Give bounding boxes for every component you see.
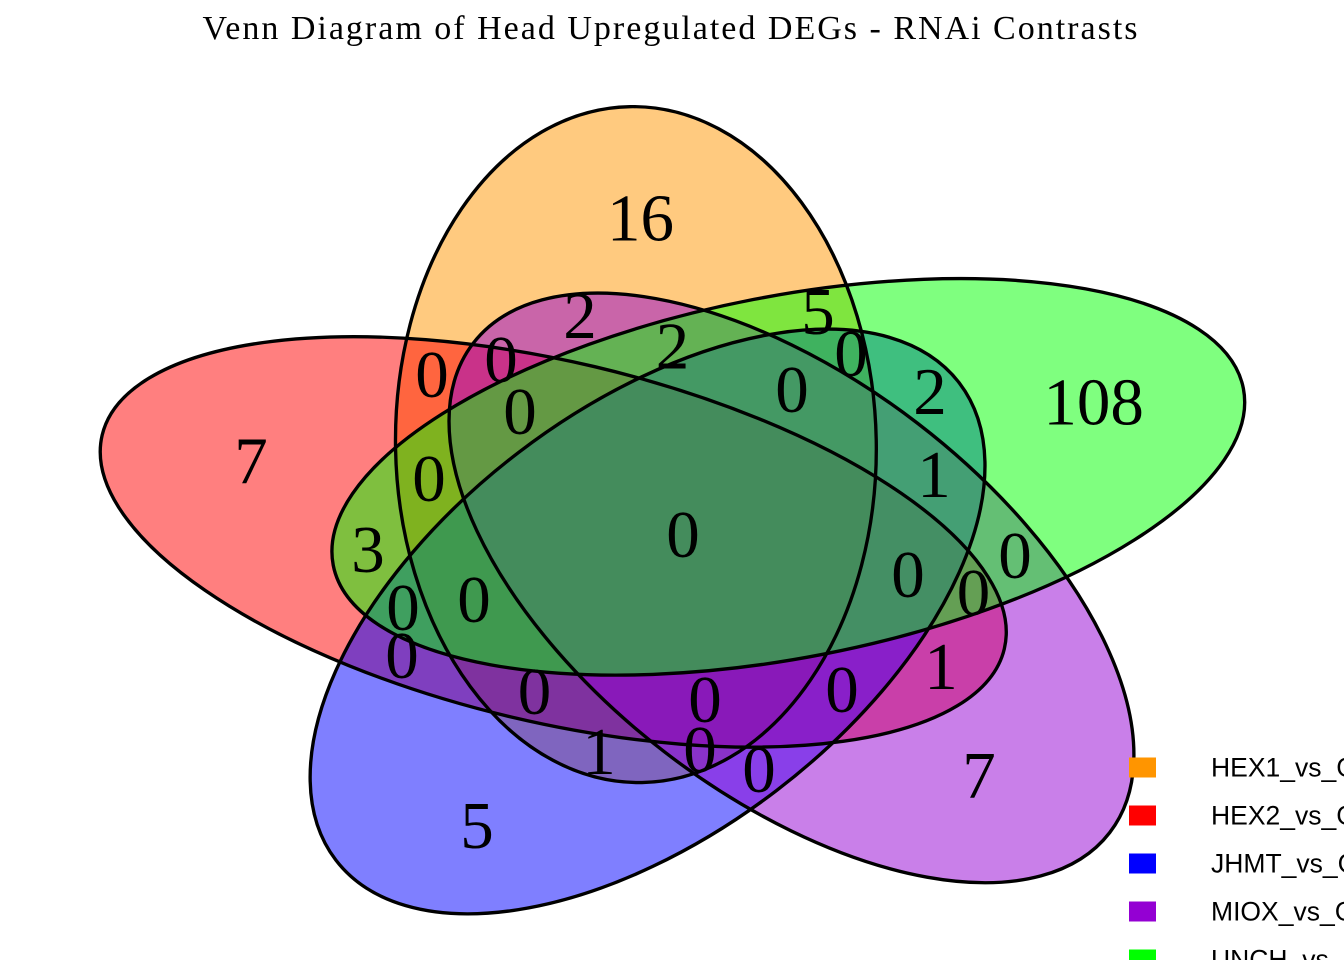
svg-text:7: 7 [962, 739, 996, 813]
svg-text:HEX2_vs_GFP: HEX2_vs_GFP [1211, 801, 1344, 831]
svg-text:0: 0 [688, 663, 722, 737]
svg-text:0: 0 [957, 556, 991, 630]
svg-text:5: 5 [460, 789, 494, 863]
svg-text:2: 2 [563, 279, 597, 353]
svg-text:1: 1 [924, 630, 958, 704]
svg-text:MIOX_vs_GFP: MIOX_vs_GFP [1211, 897, 1344, 927]
svg-text:0: 0 [386, 571, 420, 645]
svg-text:0: 0 [666, 498, 700, 572]
svg-text:0: 0 [484, 323, 518, 397]
svg-text:1: 1 [917, 438, 951, 512]
svg-text:0: 0 [683, 713, 717, 787]
svg-text:Venn Diagram of Head Upregulat: Venn Diagram of Head Upregulated DEGs - … [202, 10, 1139, 47]
svg-text:0: 0 [834, 317, 868, 391]
svg-text:108: 108 [1043, 366, 1144, 440]
svg-text:0: 0 [742, 733, 776, 807]
svg-text:0: 0 [412, 442, 446, 516]
svg-text:0: 0 [518, 655, 552, 729]
svg-text:5: 5 [801, 275, 835, 349]
svg-text:1: 1 [582, 715, 616, 789]
svg-text:3: 3 [351, 513, 385, 587]
svg-text:0: 0 [825, 653, 859, 727]
svg-text:0: 0 [775, 353, 809, 427]
svg-text:2: 2 [656, 310, 690, 384]
svg-text:2: 2 [913, 355, 947, 429]
svg-text:16: 16 [607, 182, 674, 256]
svg-text:JHMT_vs_GFP: JHMT_vs_GFP [1211, 849, 1344, 879]
svg-text:0: 0 [998, 519, 1032, 593]
svg-text:0: 0 [457, 563, 491, 637]
svg-text:0: 0 [891, 538, 925, 612]
svg-text:HEX1_vs_GFP: HEX1_vs_GFP [1211, 753, 1344, 783]
svg-text:UNCH_vs_GFP: UNCH_vs_GFP [1211, 945, 1344, 960]
svg-text:0: 0 [503, 375, 537, 449]
svg-text:7: 7 [234, 425, 268, 499]
svg-text:0: 0 [385, 619, 419, 693]
svg-text:0: 0 [415, 338, 449, 412]
